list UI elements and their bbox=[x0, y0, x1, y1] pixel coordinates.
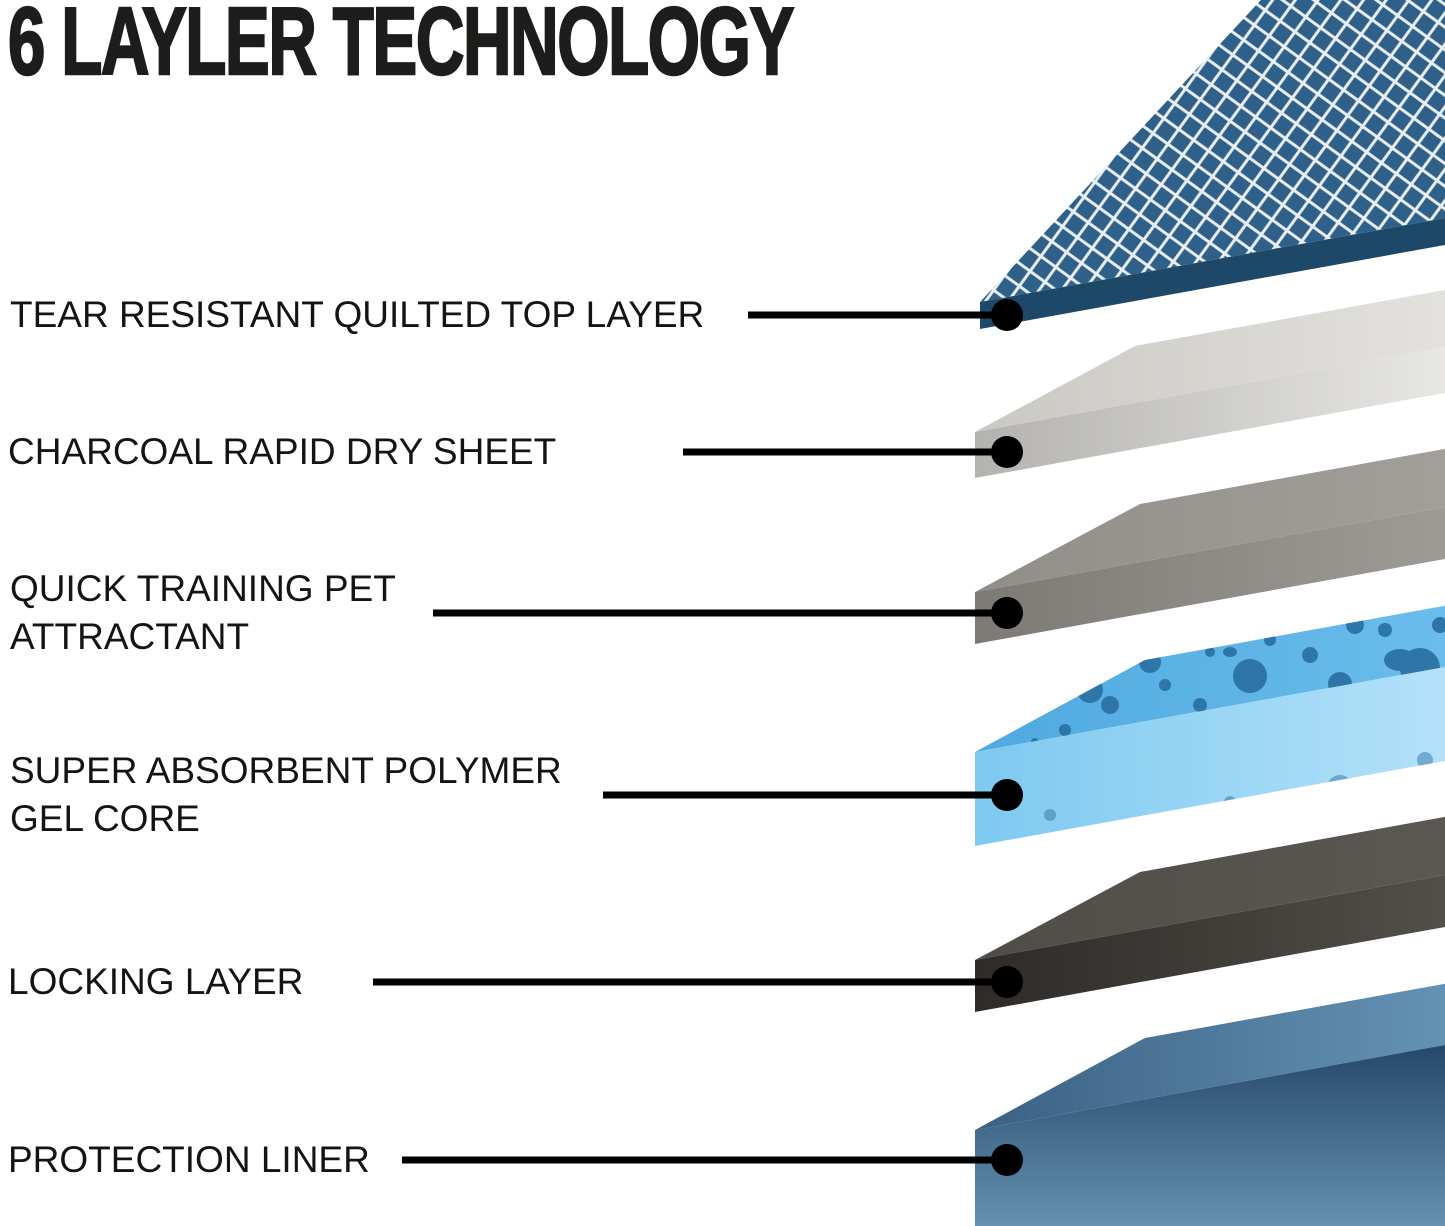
layer-6-top-face bbox=[975, 983, 1445, 1130]
label-pet-attractant: QUICK TRAINING PET ATTRACTANT bbox=[10, 568, 396, 657]
page-title: 6 LAYLER TECHNOLOGY bbox=[7, 0, 795, 95]
layer-top-mesh bbox=[980, 0, 1445, 329]
label-charcoal-dry-sheet: CHARCOAL RAPID DRY SHEET bbox=[8, 431, 557, 472]
layer-5-front-face bbox=[975, 875, 1445, 1012]
connector-dot bbox=[991, 966, 1023, 998]
connector-dot bbox=[991, 779, 1023, 811]
layer-4-top-face bbox=[975, 605, 1445, 752]
layer-4-front-face bbox=[975, 667, 1445, 846]
layer-3-top-face bbox=[975, 448, 1445, 592]
layer-3-front-face bbox=[975, 507, 1445, 644]
layer-2-front-face bbox=[975, 347, 1445, 478]
layer-attractant bbox=[975, 448, 1445, 644]
connector-dot bbox=[991, 436, 1023, 468]
layer-dry-sheet bbox=[975, 289, 1445, 478]
layer-protection-liner bbox=[975, 983, 1445, 1226]
label-polymer-gel-core: SUPER ABSORBENT POLYMER GEL CORE bbox=[10, 750, 562, 839]
connectors bbox=[373, 299, 1023, 1176]
layer-gel-core bbox=[975, 605, 1445, 846]
gel-bubbles-top bbox=[1031, 616, 1445, 746]
layer-1-top-face bbox=[980, 0, 1445, 302]
connector-dot bbox=[991, 597, 1023, 629]
layer-6-front-face bbox=[975, 1045, 1445, 1226]
connector-dot bbox=[991, 1144, 1023, 1176]
connector-dot bbox=[991, 299, 1023, 331]
label-protection-liner: PROTECTION LINER bbox=[8, 1139, 370, 1180]
layer-2-top-face bbox=[975, 289, 1445, 432]
label-tear-resistant-layer: TEAR RESISTANT QUILTED TOP LAYER bbox=[10, 294, 705, 335]
layer-5-top-face bbox=[975, 816, 1445, 960]
layer-1-front-face bbox=[980, 218, 1445, 329]
label-locking-layer: LOCKING LAYER bbox=[8, 961, 304, 1002]
layer-locking bbox=[975, 816, 1445, 1012]
